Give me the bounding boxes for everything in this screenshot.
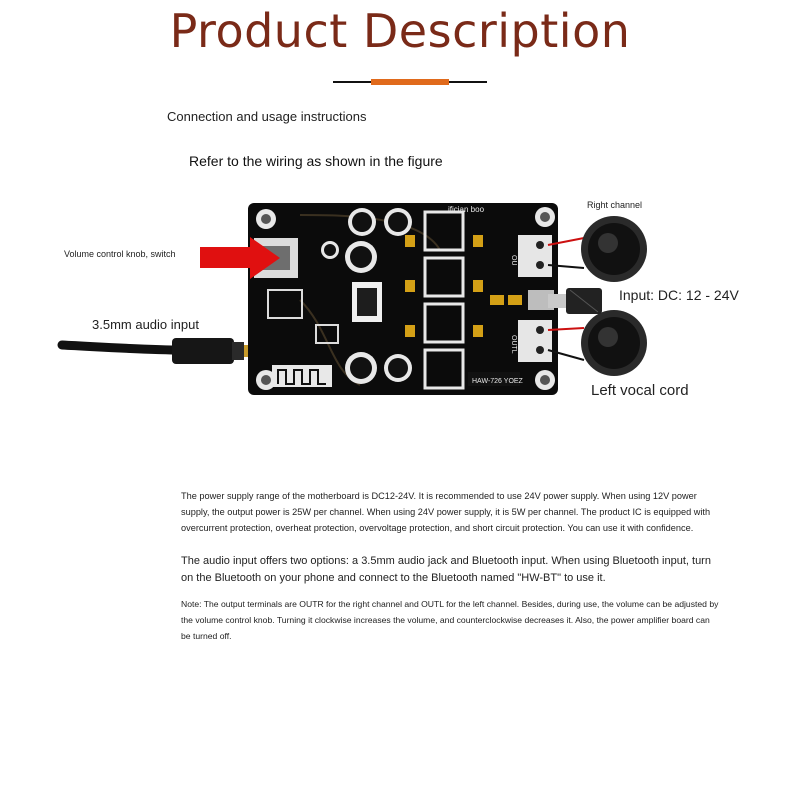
terminal-left-label: OUTL — [510, 335, 517, 354]
instructions-heading: Connection and usage instructions — [167, 109, 367, 124]
left-channel-label: Left vocal cord — [591, 382, 689, 399]
board-model: HAW-726 YOEZ — [472, 378, 524, 385]
wiring-note: Refer to the wiring as shown in the figu… — [189, 153, 443, 169]
usage-note: Note: The output terminals are OUTR for … — [181, 599, 719, 641]
title-divider-accent — [371, 79, 449, 85]
power-input-label: Input: DC: 12 - 24V — [619, 287, 739, 303]
right-channel-label: Right channel — [587, 200, 643, 210]
board-brand: ifician boo — [448, 205, 485, 214]
amplifier-board — [248, 203, 558, 395]
dc-plug-icon — [548, 288, 602, 314]
audio-input-paragraph: The audio input offers two options: a 3.… — [181, 555, 711, 584]
volume-knob-label: Volume control knob, switch — [64, 249, 176, 259]
power-supply-paragraph: The power supply range of the motherboar… — [181, 491, 711, 533]
right-speaker-icon — [581, 216, 647, 282]
volume-arrow-icon — [200, 237, 280, 279]
left-speaker-icon — [581, 310, 647, 376]
page-title: Product Description — [169, 4, 631, 58]
audio-input-label: 3.5mm audio input — [92, 317, 199, 332]
terminal-right-label: OU — [510, 255, 517, 266]
